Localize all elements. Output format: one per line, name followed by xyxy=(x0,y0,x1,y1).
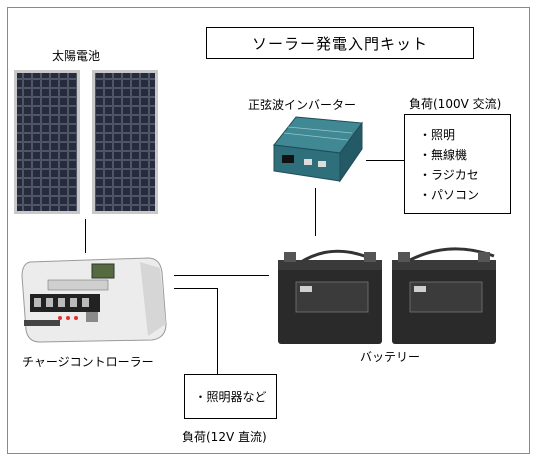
ac-load-label: 負荷(100V 交流) xyxy=(409,97,502,111)
dc-load-label: 負荷(12V 直流) xyxy=(182,430,267,444)
ac-load-box: ・照明 ・無線機 ・ラジカセ ・パソコン xyxy=(404,114,511,214)
dc-load-item: ・照明器など xyxy=(194,390,267,404)
solar-panel-label: 太陽電池 xyxy=(52,49,101,63)
diagram-title: ソーラー発電入門キット xyxy=(251,34,428,53)
battery-right xyxy=(392,252,496,344)
battery-left xyxy=(278,252,382,344)
charge-controller-image xyxy=(21,257,167,343)
battery-label: バッテリー xyxy=(360,350,421,364)
ac-load-item: ・無線機 xyxy=(419,148,468,162)
controller-label: チャージコントローラー xyxy=(22,355,154,369)
inverter-battery-line xyxy=(315,188,316,236)
solar-panels xyxy=(14,70,158,214)
controller-dc-load-line-v xyxy=(217,288,218,374)
controller-battery-line xyxy=(174,275,269,276)
batteries-image xyxy=(278,247,496,344)
inverter-label: 正弦波インバーター xyxy=(248,98,357,112)
inverter-image xyxy=(273,116,363,183)
diagram-frame xyxy=(7,7,530,454)
ac-load-item: ・照明 xyxy=(419,128,456,142)
inverter-ac-load-line xyxy=(366,160,404,161)
panel-controller-line xyxy=(85,219,86,253)
controller-dc-load-line-h xyxy=(174,288,218,289)
dc-load-box: ・照明器など xyxy=(184,374,277,419)
ac-load-item: ・ラジカセ xyxy=(419,168,479,182)
ac-load-item: ・パソコン xyxy=(419,188,480,202)
title-box: ソーラー発電入門キット xyxy=(206,27,474,59)
